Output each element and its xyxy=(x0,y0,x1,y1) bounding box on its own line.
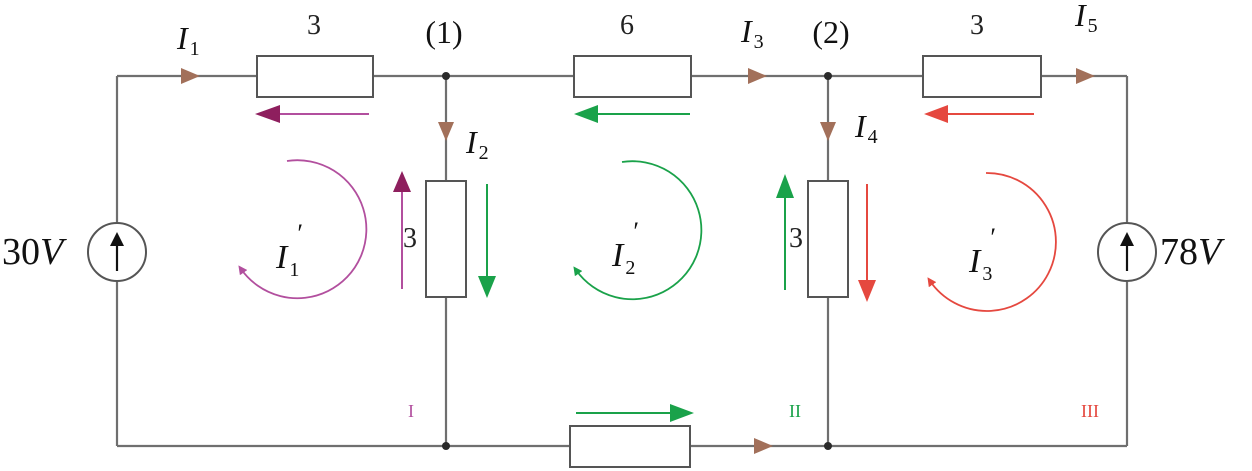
junction-bottom-2 xyxy=(824,442,832,450)
resistor-value-mid-left: 3 xyxy=(403,223,417,254)
node-label-2: (2) xyxy=(812,14,849,50)
junction-top-1 xyxy=(442,72,450,80)
source-value-right: 78V xyxy=(1160,231,1225,273)
arrow-i2 xyxy=(438,122,454,141)
circular-arrow-icon xyxy=(573,160,703,301)
circle-with-up-arrow-icon xyxy=(110,232,124,271)
junction-top-2 xyxy=(824,72,832,80)
arrow-i3 xyxy=(748,68,767,84)
source-labels: 30V 78V xyxy=(2,231,1225,273)
node-labels: (1) (2) xyxy=(425,14,849,50)
resistor-top-right xyxy=(922,55,1042,98)
node-label-1: (1) xyxy=(425,14,462,50)
arrow-bottom xyxy=(754,438,773,454)
resistor-bottom xyxy=(569,425,691,468)
circle-with-up-arrow-icon xyxy=(1120,232,1134,271)
resistor-value-top-left: 3 xyxy=(307,10,321,41)
resistor-top-mid xyxy=(573,55,692,98)
resistor-labels: 3 6 3 3 3 xyxy=(307,10,984,254)
loop-arcs xyxy=(238,159,1057,312)
mesh-label-III: III xyxy=(1081,401,1099,421)
resistor-mid-left xyxy=(425,180,467,298)
resistors xyxy=(256,55,1042,468)
resistor-value-top-mid: 6 xyxy=(620,10,634,41)
circular-arrow-icon xyxy=(927,172,1057,312)
mesh-direction-arrows xyxy=(255,105,1034,422)
mesh-label-II: II xyxy=(789,401,801,421)
junction-bottom-1 xyxy=(442,442,450,450)
resistor-value-mid-right: 3 xyxy=(789,223,803,254)
current-source-right xyxy=(1097,222,1157,282)
source-value-left: 30V xyxy=(2,231,67,273)
resistor-top-left xyxy=(256,55,374,98)
arrow-i4 xyxy=(820,122,836,141)
junctions xyxy=(442,72,832,450)
resistor-value-top-right: 3 xyxy=(970,10,984,41)
mesh-label-I: I xyxy=(408,401,414,421)
branch-current-arrows xyxy=(181,68,1095,454)
arrow-i1 xyxy=(181,68,200,84)
circular-arrow-icon xyxy=(238,159,368,300)
current-source-left xyxy=(87,222,147,282)
resistor-mid-right xyxy=(807,180,849,298)
arrow-i5 xyxy=(1076,68,1095,84)
mesh-roman-labels: I II III xyxy=(408,401,1099,421)
